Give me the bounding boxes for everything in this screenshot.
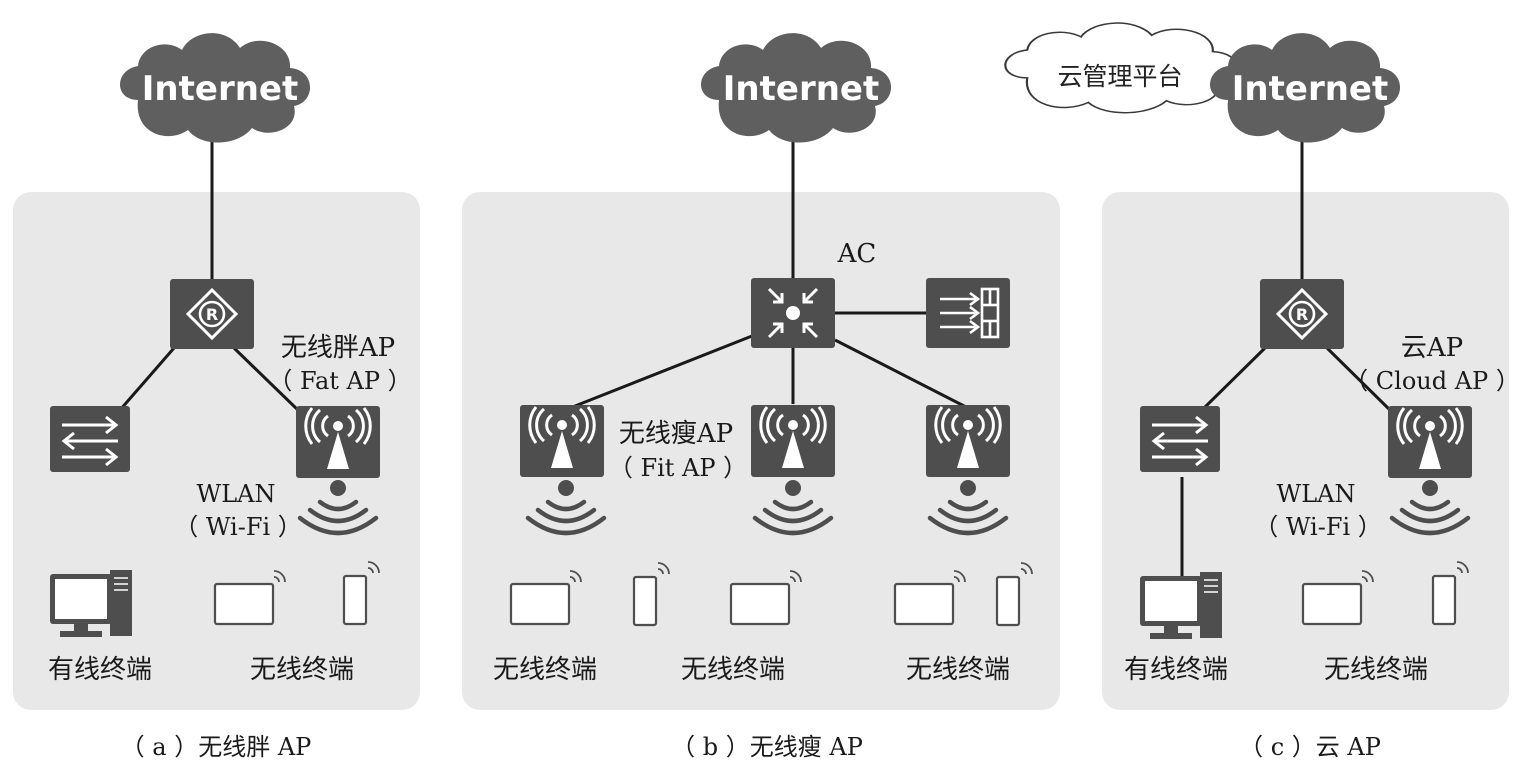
wlan-label-a: WLAN [197, 480, 276, 508]
ac-label: AC [837, 239, 877, 269]
wlan-label-c: WLAN [1277, 480, 1356, 508]
wifi-label-a: （ Wi-Fi ） [174, 513, 302, 541]
wireless-terminal-label-b1: 无线终端 [493, 655, 597, 685]
wireless-ap-icon [518, 403, 606, 479]
link-c-router-ap [1325, 346, 1394, 414]
wired-terminal-label-c: 有线终端 [1124, 655, 1228, 685]
firewall-icon [924, 276, 1012, 350]
cloud-ap-label-en: （ Cloud AP ） [1344, 367, 1520, 395]
wireless-terminal-label-b2: 无线终端 [681, 655, 785, 685]
link-b-ac-ap1 [569, 334, 753, 410]
wireless-ap-icon [924, 403, 1012, 479]
link-a-router-switch [118, 347, 176, 411]
internet-cloud-b: Internet [701, 33, 892, 143]
switch-icon [48, 404, 132, 474]
cloud-ap-label: 云AP [1401, 333, 1463, 363]
wireless-ap-icon [294, 404, 382, 480]
internet-label-c: Internet [1232, 69, 1388, 109]
fat-ap-label-en: （ Fat AP ） [268, 367, 411, 395]
wifi-label-c: （ Wi-Fi ） [1254, 513, 1382, 541]
caption-c: （ c ）云 AP [1239, 733, 1381, 761]
cloud-platform-label: 云管理平台 [1057, 62, 1182, 91]
wireless-terminal-label-a: 无线终端 [250, 655, 354, 685]
wireless-terminal-label-c: 无线终端 [1324, 655, 1428, 685]
caption-a: （ a ）无线胖 AP [121, 733, 312, 761]
wireless-ap-icon [1386, 404, 1474, 480]
wired-terminal-label-a: 有线终端 [48, 655, 152, 685]
link-a-router-ap [232, 346, 302, 414]
wireless-terminal-label-b3: 无线终端 [906, 655, 1010, 685]
ac-controller-icon [749, 276, 837, 350]
internet-label-a: Internet [142, 69, 298, 109]
link-c-router-switch [1200, 346, 1267, 412]
wireless-ap-icon [749, 403, 837, 479]
internet-cloud-c: Internet [1210, 33, 1401, 143]
caption-b: （ b ）无线瘦 AP [671, 733, 863, 761]
router-icon [1258, 277, 1346, 351]
link-b-ac-ap3 [834, 338, 969, 410]
fit-ap-label-en: （ Fit AP ） [609, 454, 747, 482]
fat-ap-label: 无线胖AP [281, 333, 395, 363]
internet-cloud-a: Internet [120, 33, 311, 143]
switch-icon [1138, 404, 1222, 474]
fit-ap-label: 无线瘦AP [619, 419, 733, 449]
internet-label-b: Internet [723, 69, 879, 109]
router-icon [168, 277, 256, 351]
